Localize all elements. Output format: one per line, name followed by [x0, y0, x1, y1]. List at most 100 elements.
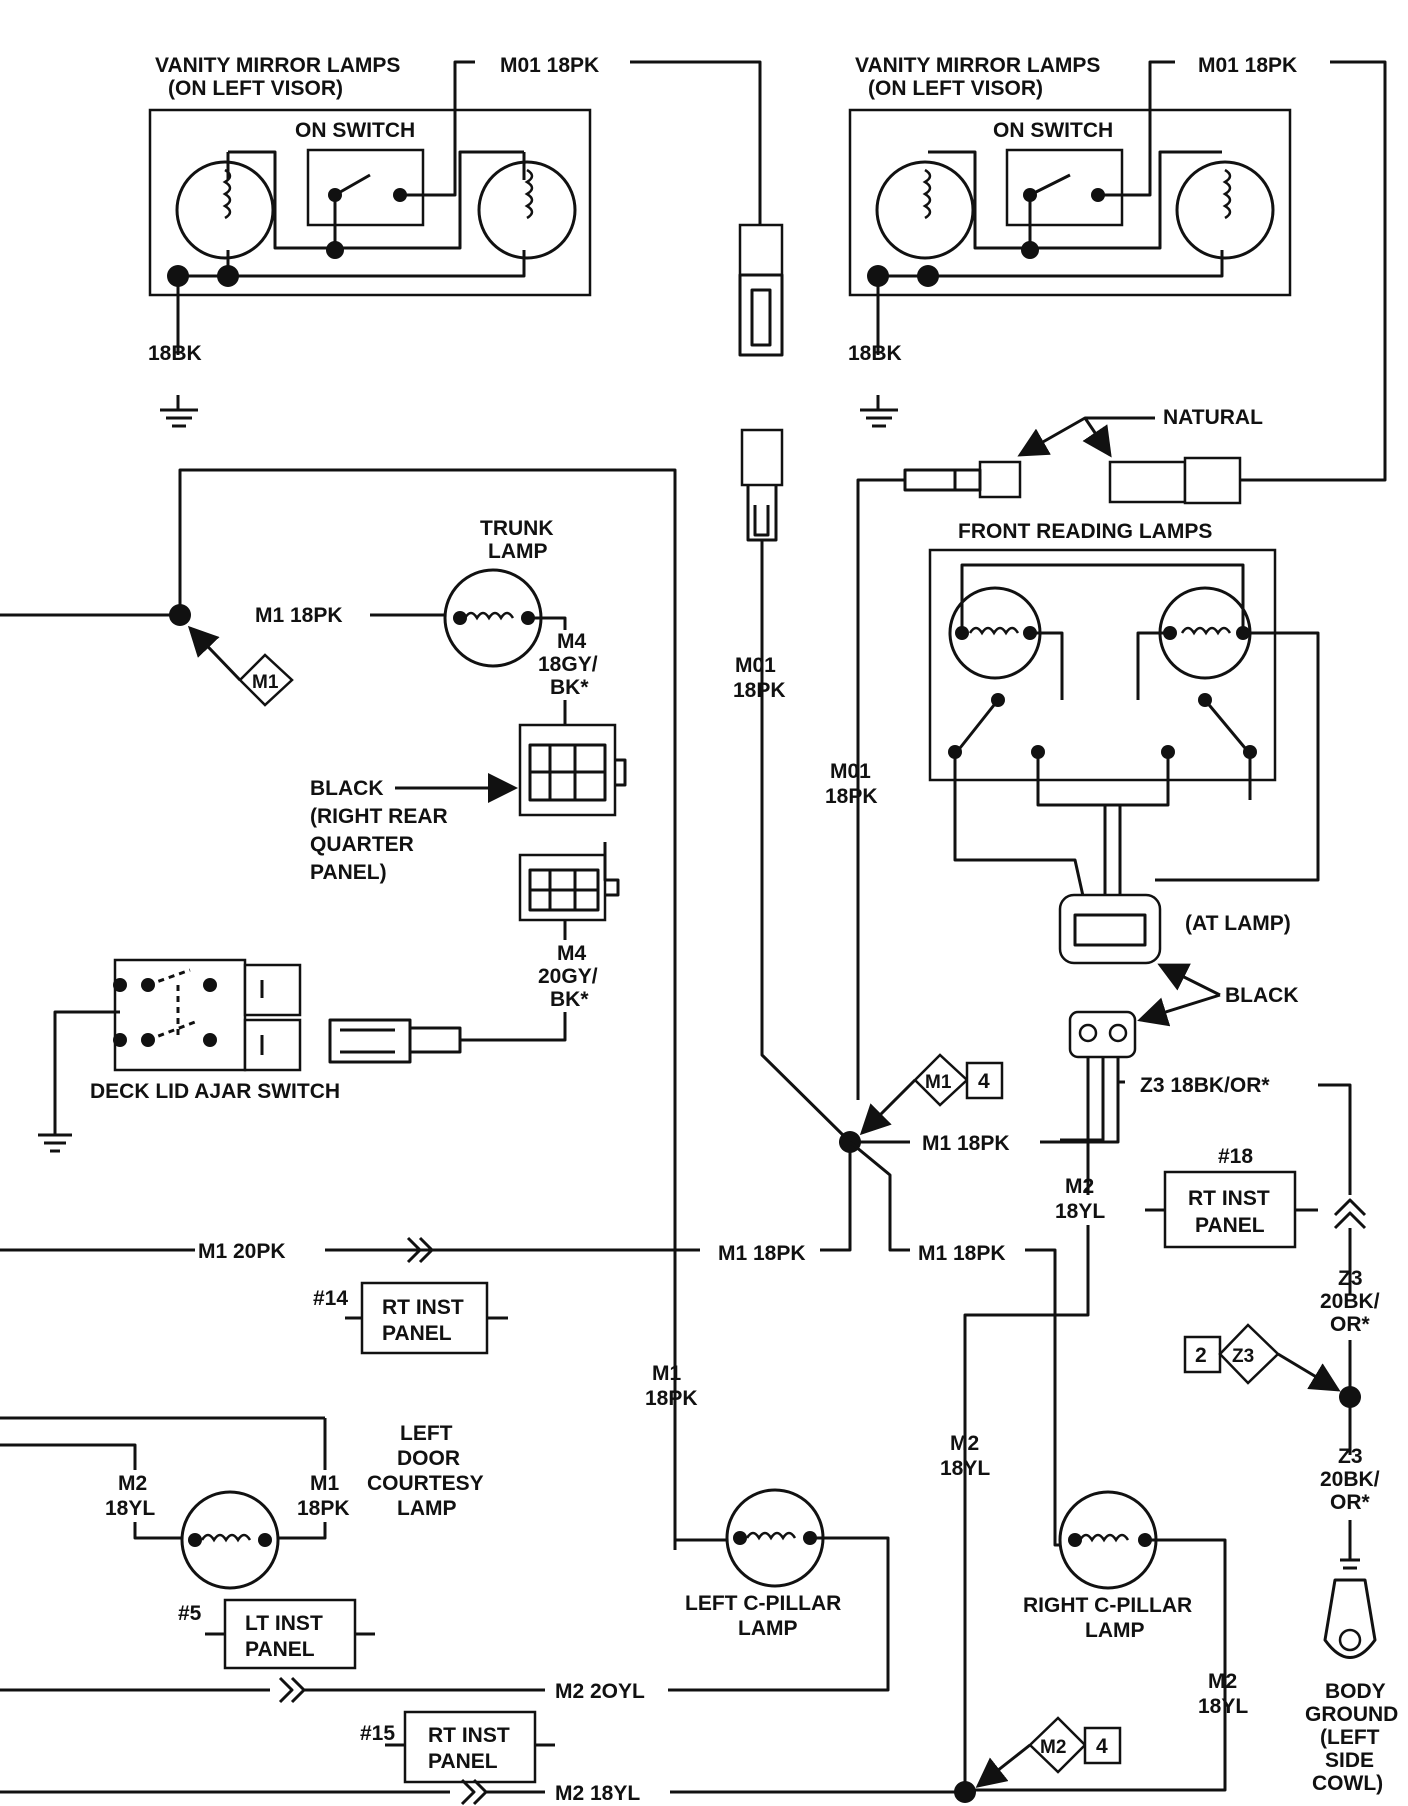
z3-20bk-top-1: Z3	[1338, 1267, 1363, 1290]
right-vanity-ground-label: 18BK	[848, 342, 902, 365]
left-vanity-ground-icon	[160, 408, 198, 428]
m2-18yl-c-2: 18YL	[940, 1457, 990, 1480]
right-vanity-lamp-b-icon	[1175, 160, 1275, 260]
left-door-courtesy-lamp-icon	[180, 1490, 280, 1590]
body-ground-5: COWL)	[1312, 1772, 1383, 1795]
m4-18gy-1: M4	[557, 630, 586, 653]
m01-mid-2: 18PK	[733, 679, 786, 702]
m2-20yl-label: M2 2OYL	[555, 1680, 645, 1703]
rt-inst-14-line-2: PANEL	[382, 1322, 452, 1345]
lt-inst-5-line-1: LT INST	[245, 1612, 323, 1635]
natural-label: NATURAL	[1163, 406, 1263, 429]
m2-18yl-c-1: M2	[950, 1432, 979, 1455]
z3-branch: Z3 18BK/OR* #18 RT INST PANEL Z3 20BK/ O…	[1140, 1074, 1398, 1795]
ldc-3: COURTESY	[367, 1472, 484, 1495]
z3-20bk-bot-1: Z3	[1338, 1445, 1363, 1468]
m2-4-num: 4	[1096, 1735, 1108, 1758]
rt-inst-panel-15	[403, 1710, 537, 1784]
m2-4-diamond: M2	[1040, 1737, 1066, 1758]
trunk-lamp-label-1: TRUNK	[480, 517, 554, 540]
m1-18pk-left-label: M1 18PK	[718, 1242, 806, 1265]
right-vanity-ground-icon	[860, 408, 898, 428]
m4-20gy-1: M4	[557, 942, 586, 965]
black-left-4: PANEL)	[310, 861, 387, 884]
z3-20bk-bot-3: OR*	[1330, 1491, 1371, 1514]
right-vanity-lamp-a-icon	[875, 160, 975, 260]
lt-inst-5-line-2: PANEL	[245, 1638, 315, 1661]
m4-18gy-2: 18GY/	[538, 653, 598, 676]
rcp-2: LAMP	[1085, 1619, 1145, 1642]
m1-18pk-l-2: 18PK	[297, 1497, 350, 1520]
rcp-1: RIGHT C-PILLAR	[1023, 1594, 1192, 1617]
right-vanity-title-2: (ON LEFT VISOR)	[868, 77, 1043, 100]
left-vanity-lamp-b-icon	[477, 160, 577, 260]
body-ground-3: (LEFT	[1320, 1726, 1380, 1749]
left-vanity-filament-b-icon	[524, 168, 534, 220]
ref-18-label: #18	[1218, 1145, 1253, 1168]
front-reading-lamps-label: FRONT READING LAMPS	[958, 520, 1212, 543]
m1-diamond-label: M1	[252, 672, 279, 693]
deck-lid-switch-icon	[38, 958, 302, 1153]
m01-right-2: 18PK	[825, 785, 878, 808]
natural-connector-b-icon	[1108, 460, 1187, 504]
m1-20pk-label: M1 20PK	[198, 1240, 286, 1263]
black-left-1: BLACK	[310, 777, 384, 800]
ldc-4: LAMP	[397, 1497, 457, 1520]
right-vanity-title-1: VANITY MIRROR LAMPS	[855, 54, 1100, 77]
left-vanity-ground-label: 18BK	[148, 342, 202, 365]
m2-18yl-top-1: M2	[1065, 1175, 1094, 1198]
black-rear-connector-icon	[518, 723, 627, 817]
m01-connector-icon	[738, 223, 852, 1144]
m1-18pk-right-label: M1 18PK	[918, 1242, 1006, 1265]
rt-inst-14-line-1: RT INST	[382, 1296, 464, 1319]
body-ground-icon	[1323, 1558, 1377, 1659]
z3-20bk-top-3: OR*	[1330, 1313, 1371, 1336]
m2-18yl-l-2: 18YL	[105, 1497, 155, 1520]
rt-inst-15-line-2: PANEL	[428, 1750, 498, 1773]
m1-18pk-trunk-label: M1 18PK	[255, 604, 343, 627]
trunk-lamp-circuit: M1 18PK TRUNK LAMP M1 M4 18GY/ BK* BLACK…	[0, 468, 677, 1550]
trunk-lamp-label-2: LAMP	[488, 540, 548, 563]
right-vanity-switch-label: ON SWITCH	[993, 119, 1113, 142]
m2-18yl-r-2: 18YL	[1198, 1695, 1248, 1718]
z3-20bk-bot-2: 20BK/	[1320, 1468, 1380, 1491]
m1-18pk-l-1: M1	[310, 1472, 339, 1495]
ref-5-label: #5	[178, 1602, 202, 1625]
rt-inst-15-line-1: RT INST	[428, 1724, 510, 1747]
m1-vert-1: M1	[652, 1362, 681, 1385]
deck-lid-label: DECK LID AJAR SWITCH	[90, 1080, 340, 1103]
left-vanity-wire-label: M01 18PK	[500, 54, 599, 77]
ref-15-label: #15	[360, 1722, 395, 1745]
z3-20bk-top-2: 20BK/	[1320, 1290, 1380, 1313]
ldc-1: LEFT	[400, 1422, 453, 1445]
black-right-label: BLACK	[1225, 984, 1299, 1007]
m2-18yl-bottom-label: M2 18YL	[555, 1782, 640, 1805]
right-vanity-wire-label: M01 18PK	[1198, 54, 1297, 77]
black-left-2: (RIGHT REAR	[310, 805, 448, 828]
left-vanity-title-2: (ON LEFT VISOR)	[168, 77, 343, 100]
m2-18yl-r-1: M2	[1208, 1670, 1237, 1693]
lcp-1: LEFT C-PILLAR	[685, 1592, 841, 1615]
left-vanity-switch-box	[306, 148, 425, 227]
left-vanity-mirror-assembly: VANITY MIRROR LAMPS (ON LEFT VISOR) ON S…	[148, 54, 762, 428]
m1-splice: M01 18PK M01 18PK M1 4 M1 18PK M1 18PK M…	[0, 654, 1150, 1795]
rt-inst-18-line-1: RT INST	[1188, 1187, 1270, 1210]
z3-2-num: 2	[1195, 1344, 1207, 1367]
mating-connector-icon	[518, 842, 620, 922]
body-ground-2: GROUND	[1305, 1703, 1398, 1726]
left-vanity-switch-label: ON SWITCH	[295, 119, 415, 142]
left-vanity-title-1: VANITY MIRROR LAMPS	[155, 54, 400, 77]
m4-18gy-3: BK*	[550, 676, 589, 699]
rt-inst-18-line-2: PANEL	[1195, 1214, 1265, 1237]
m1-diamond-icon	[238, 653, 294, 707]
ref-14-label: #14	[313, 1287, 348, 1310]
ldc-2: DOOR	[397, 1447, 460, 1470]
m01-mid-1: M01	[735, 654, 776, 677]
front-reading-lamps-assembly: NATURAL FRONT READING LAMPS (AT LAMP) BL…	[856, 406, 1320, 1195]
left-vanity-lamp-a-icon	[175, 160, 275, 260]
deck-lid-plug-icon	[328, 1018, 462, 1064]
body-ground-4: SIDE	[1325, 1749, 1374, 1772]
m4-20gy-2: 20GY/	[538, 965, 598, 988]
lcp-2: LAMP	[738, 1617, 798, 1640]
